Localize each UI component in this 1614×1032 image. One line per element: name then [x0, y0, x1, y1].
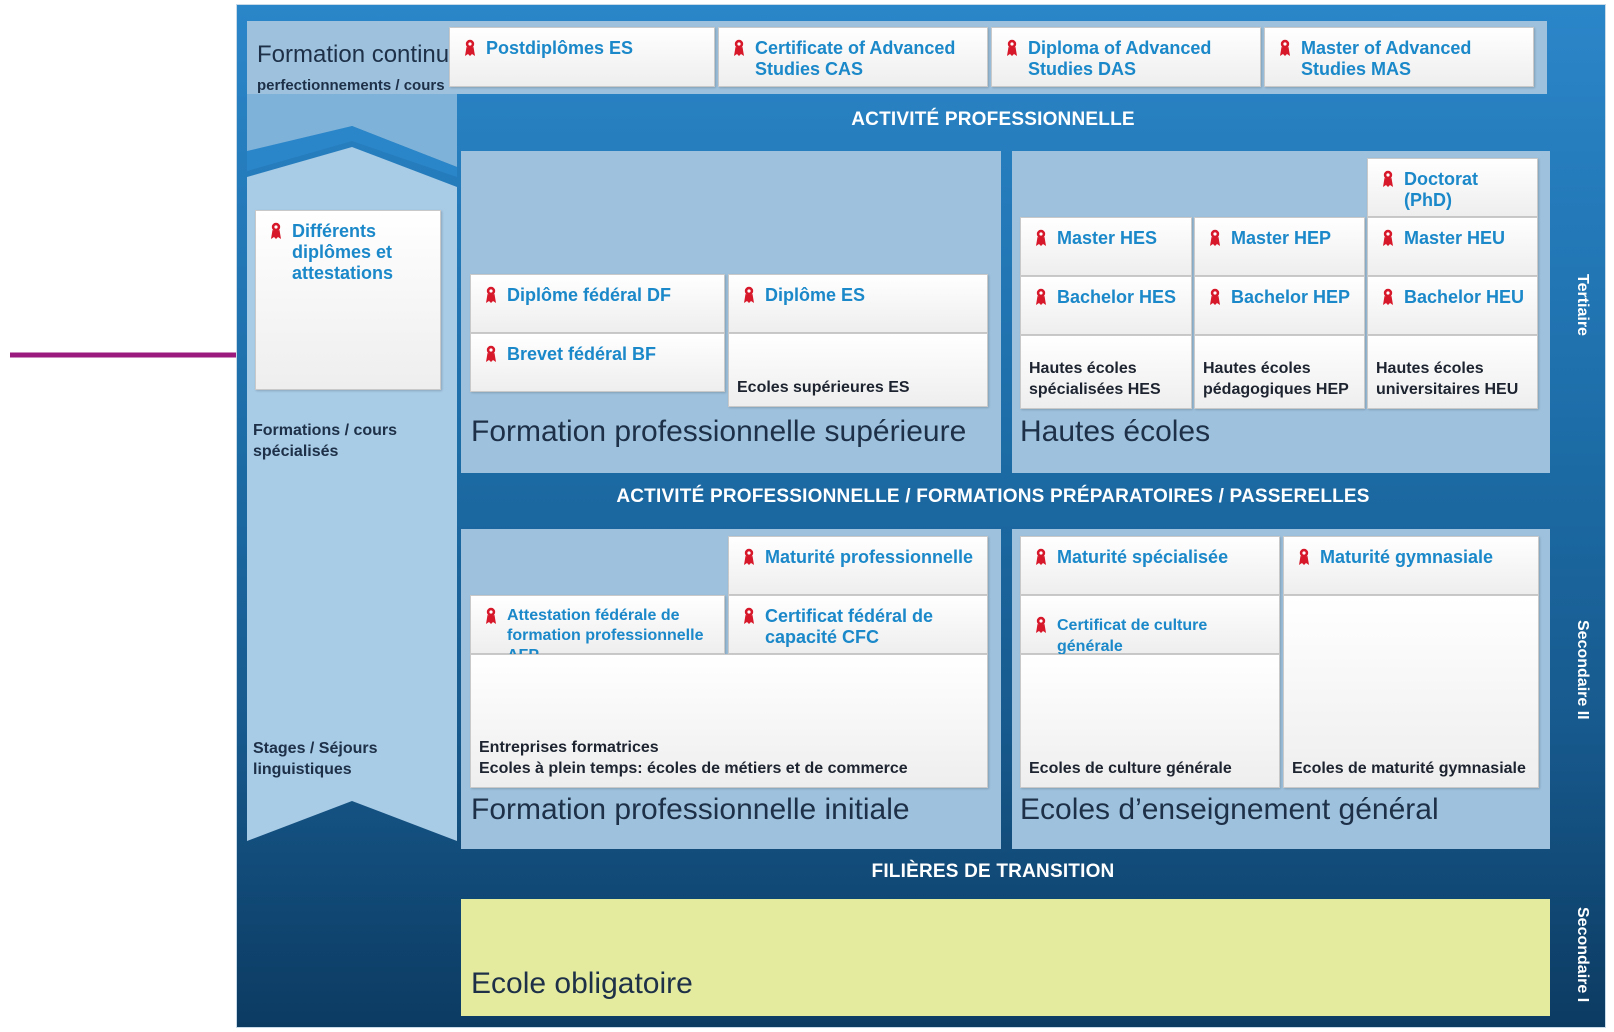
- panel-hautes-ecoles: Doctorat (PhD) Master HES Master HEP Mas…: [1012, 151, 1550, 473]
- education-system-diagram: Formation continue perfectionnements / c…: [236, 4, 1606, 1028]
- card-das: Diploma of Advanced Studies DAS: [991, 27, 1261, 87]
- diploma-label: Doctorat (PhD): [1404, 169, 1479, 210]
- ribbon-award-icon: [1382, 288, 1394, 306]
- card-ecoles-maturite-gymnasiale: Ecoles de maturité gymnasiale: [1283, 595, 1539, 788]
- card-maturite-gymnasiale: Maturité gymnasiale: [1283, 536, 1539, 595]
- diploma-label: Postdiplômes ES: [486, 38, 634, 58]
- diploma-label: Maturité spécialisée: [1057, 547, 1229, 567]
- ribbon-award-icon: [270, 222, 282, 240]
- diploma-label: Bachelor HES: [1057, 287, 1177, 307]
- card-afp: Attestation fédérale de formation profes…: [470, 595, 725, 664]
- diploma-label: Brevet fédéral BF: [507, 344, 657, 364]
- ribbon-award-icon: [743, 607, 755, 625]
- card-various-diplomas: Différents diplômes et attestations: [255, 210, 441, 390]
- card-maturite-professionnelle: Maturité professionnelle: [728, 536, 988, 595]
- diploma-label: Diplôme fédéral DF: [507, 285, 672, 305]
- ribbon-award-icon: [485, 607, 497, 625]
- diploma-label: Différents diplômes et attestations: [292, 221, 394, 283]
- band-passerelles: ACTIVITÉ PROFESSIONNELLE / FORMATIONS PR…: [616, 486, 1370, 507]
- panel-title: Hautes écoles: [1020, 415, 1211, 448]
- card-doctorat: Doctorat (PhD): [1367, 158, 1538, 217]
- card-ecoles-culture-generale: Ecoles de culture générale: [1020, 654, 1280, 788]
- continuing-subtitle: perfectionnements / cours: [257, 77, 445, 94]
- ribbon-award-icon: [1035, 288, 1047, 306]
- institution-label: Hautes écoles pédagogiques HEP: [1203, 360, 1349, 398]
- institution-label: Ecoles de culture générale: [1029, 760, 1232, 777]
- panel-title: Ecole obligatoire: [471, 967, 693, 1000]
- card-school-hes: Hautes écoles spécialisées HES: [1020, 335, 1192, 409]
- card-master-hep: Master HEP: [1194, 217, 1365, 276]
- ribbon-award-icon: [464, 39, 476, 57]
- ribbon-award-icon: [485, 345, 497, 363]
- panel-title: Formation professionnelle supérieure: [471, 415, 967, 448]
- ribbon-award-icon: [743, 286, 755, 304]
- panel-formation-professionnelle-superieure: Diplôme fédéral DF Brevet fédéral BF Dip…: [461, 151, 1001, 473]
- ribbon-award-icon: [1035, 229, 1047, 247]
- institution-label: Ecoles à plein temps: écoles de métiers …: [479, 760, 908, 777]
- card-school-heu: Hautes écoles universitaires HEU: [1367, 335, 1538, 409]
- card-cas: Certificate of Advanced Studies CAS: [718, 27, 988, 87]
- formations-label: Formations / cours spécialisés: [253, 422, 398, 460]
- ribbon-award-icon: [1382, 170, 1394, 188]
- ribbon-award-icon: [1035, 548, 1047, 566]
- diploma-label: Certificat fédéral de capacité CFC: [765, 606, 934, 647]
- diploma-label: Bachelor HEP: [1231, 287, 1351, 307]
- card-certificat-culture-generale: Certificat de culture générale: [1020, 595, 1280, 655]
- card-diplome-federal: Diplôme fédéral DF: [470, 274, 725, 333]
- diploma-label: Maturité professionnelle: [765, 547, 974, 567]
- card-school-hep: Hautes écoles pédagogiques HEP: [1194, 335, 1365, 409]
- stages-label: Stages / Séjours linguistiques: [253, 740, 378, 778]
- panel-title: Formation professionnelle initiale: [471, 793, 910, 826]
- panel-formation-professionnelle-initiale: Maturité professionnelle Attestation féd…: [461, 529, 1001, 849]
- card-master-heu: Master HEU: [1367, 217, 1538, 276]
- card-cfc: Certificat fédéral de capacité CFC: [728, 595, 988, 654]
- card-master-hes: Master HES: [1020, 217, 1192, 276]
- level-tertiaire: Tertiaire: [1574, 274, 1591, 336]
- diploma-label: Certificate of Advanced Studies CAS: [755, 38, 956, 79]
- ribbon-award-icon: [485, 286, 497, 304]
- card-ecoles-superieures: Ecoles supérieures ES: [728, 333, 988, 407]
- panel-title: Ecoles d’enseignement général: [1020, 793, 1439, 826]
- diploma-label: Maturité gymnasiale: [1320, 547, 1494, 567]
- institution-label: Ecoles de maturité gymnasiale: [1292, 760, 1526, 777]
- card-diplome-es: Diplôme ES: [728, 274, 988, 333]
- card-entreprises-ecoles: Entreprises formatrices Ecoles à plein t…: [470, 654, 988, 788]
- panel-ecoles-enseignement-general: Maturité spécialisée Maturité gymnasiale…: [1012, 529, 1550, 849]
- institution-label: Hautes écoles spécialisées HES: [1029, 360, 1161, 398]
- ribbon-award-icon: [1382, 229, 1394, 247]
- diploma-label: Diplôme ES: [765, 285, 866, 305]
- institution-label: Ecoles supérieures ES: [737, 379, 910, 396]
- continuing-title: Formation continue: [257, 41, 463, 68]
- ribbon-award-icon: [733, 39, 745, 57]
- card-brevet-federal: Brevet fédéral BF: [470, 333, 725, 392]
- ribbon-award-icon: [1279, 39, 1291, 57]
- institution-label: Hautes écoles universitaires HEU: [1376, 360, 1519, 398]
- ribbon-award-icon: [743, 548, 755, 566]
- ribbon-award-icon: [1209, 229, 1221, 247]
- ribbon-award-icon: [1298, 548, 1310, 566]
- panel-ecole-obligatoire: Ecole obligatoire: [461, 899, 1550, 1016]
- institution-label: Entreprises formatrices: [479, 739, 659, 756]
- diploma-label: Master of Advanced Studies MAS: [1301, 38, 1472, 79]
- diploma-label: Master HEP: [1231, 228, 1332, 248]
- card-mas: Master of Advanced Studies MAS: [1264, 27, 1534, 87]
- ribbon-award-icon: [1035, 616, 1047, 634]
- card-maturite-specialisee: Maturité spécialisée: [1020, 536, 1280, 595]
- diploma-label: Master HES: [1057, 228, 1158, 248]
- diploma-label: Diploma of Advanced Studies DAS: [1028, 38, 1212, 79]
- card-bachelor-hep: Bachelor HEP: [1194, 276, 1365, 335]
- card-bachelor-hes: Bachelor HES: [1020, 276, 1192, 335]
- diploma-label: Certificat de culture générale: [1057, 617, 1208, 655]
- diploma-label: Bachelor HEU: [1404, 287, 1525, 307]
- ribbon-award-icon: [1006, 39, 1018, 57]
- diploma-label: Master HEU: [1404, 228, 1506, 248]
- card-postdiplomes-es: Postdiplômes ES: [449, 27, 715, 87]
- level-secondaire-1: Secondaire I: [1574, 907, 1591, 1003]
- band-filieres-transition: FILIÈRES DE TRANSITION: [871, 861, 1115, 882]
- level-secondaire-2: Secondaire II: [1574, 620, 1591, 720]
- ribbon-award-icon: [1209, 288, 1221, 306]
- card-bachelor-heu: Bachelor HEU: [1367, 276, 1538, 335]
- band-activite-professionnelle: ACTIVITÉ PROFESSIONNELLE: [851, 109, 1135, 130]
